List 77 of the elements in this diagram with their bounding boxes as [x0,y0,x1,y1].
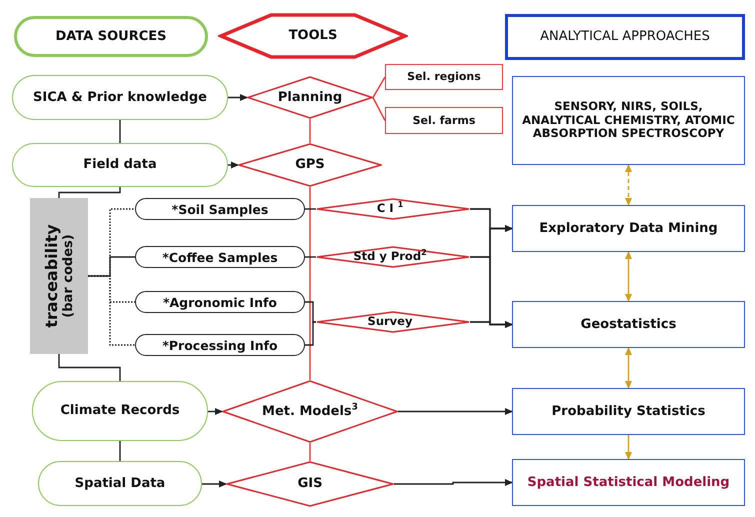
node-label: Met. Models$^{3}$ [262,404,358,420]
tool-diamond [222,380,398,443]
node-label: GIS [298,476,322,492]
connector-line [309,187,311,380]
tool-diamond [316,311,470,333]
tool-diamond [238,143,382,187]
node-label: GPS [295,157,325,173]
node-label: Geostatistics [580,316,676,332]
node-label: Sel. regions [407,70,481,84]
connector-line [372,76,386,98]
heading-diamond [218,13,408,59]
method-box [512,301,745,348]
connector-line [372,97,386,121]
method-box [512,388,745,435]
arrow [470,321,513,328]
tool-diamond [226,461,394,507]
node-label: SICA & Prior knowledge [33,90,207,106]
option-box [385,64,503,90]
node-label: Field data [83,157,157,173]
data-source-pill [12,143,228,187]
node-label: DATA SOURCES [55,28,167,44]
traceability-panel [30,198,88,354]
connector-line [305,208,316,210]
arrow [625,435,632,460]
node-label: TOOLS [288,28,338,44]
connector-line [88,275,135,346]
node-label: Probability Statistics [552,404,706,420]
connector-line [58,354,121,381]
node-label: *Agronomic Info [162,294,278,310]
connector-line [119,120,121,143]
arrow [394,479,513,486]
sample-pill [135,291,305,313]
node-label: Spatial Statistical Modeling [527,474,730,490]
arrow [208,408,223,415]
connector-line [309,119,311,143]
connector-line [58,187,121,198]
node-label: C I $^{1}$ [376,202,404,216]
arrow [625,251,632,302]
node-sublabel: (bar codes) [60,234,76,318]
node-label: Survey [368,315,414,329]
node-label: *Processing Info [162,338,278,352]
arrow [398,408,513,415]
connector-line [309,443,311,461]
connector-line [305,256,316,258]
arrow [625,347,632,389]
data-source-pill [12,75,228,120]
connector-line [88,256,135,277]
node-label: Exploratory Data Mining [539,220,718,236]
tool-diamond [316,198,470,220]
sample-pill [135,246,305,268]
node-label: Sel. farms [412,114,476,128]
node-label: SENSORY, NIRS, SOILS, ANALYTICAL CHEMISTRY, ATOMIC ABSORPTION SPECTROSCOPY [521,100,736,142]
node-label: Planning [278,90,342,106]
node-label: Climate Records [60,403,180,419]
arrow [228,162,239,168]
heading-pill [14,16,208,57]
tool-diamond [316,246,470,268]
connector-line [305,321,316,346]
data-source-pill [38,461,202,506]
node-label: Spatial Data [74,476,166,492]
node-label: ANALYTICAL APPROACHES [540,29,710,45]
heading-box [505,14,745,60]
node-label: *Soil Samples [172,202,268,216]
node-label: *Coffee Samples [162,250,278,264]
option-box [385,107,503,134]
node-label: traceability [42,224,61,328]
arrow [202,480,227,488]
tool-diamond [247,76,373,119]
method-box [512,76,745,165]
sample-pill [135,334,305,356]
sample-pill [135,198,305,220]
connector-line [119,441,121,461]
method-box [512,205,745,252]
connector-line [305,301,316,323]
method-box [512,459,745,506]
arrow [625,164,632,206]
arrow [228,94,248,101]
